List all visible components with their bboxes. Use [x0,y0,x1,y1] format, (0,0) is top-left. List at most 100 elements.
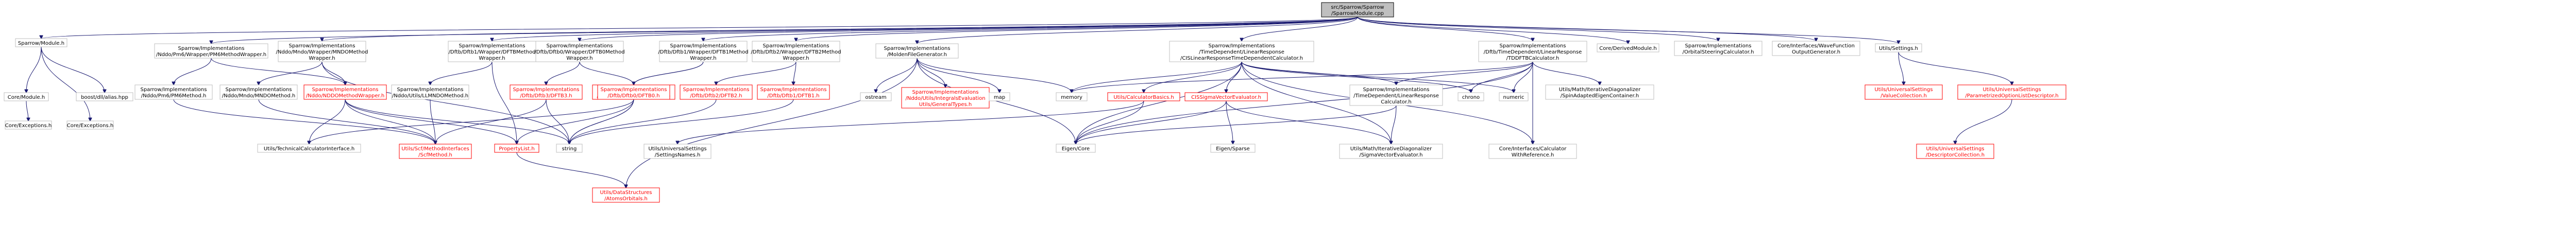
node-string[interactable]: string [556,144,583,153]
node-label-line: Wrapper.h [690,56,716,61]
include-edge-tddft-to-davidson [1532,61,1600,85]
include-edge-root-to-mndowrapper [322,16,1358,41]
node-datastructures[interactable]: Utils/DataStructures/AtomsOrbitals.h [592,187,660,203]
node-sparrowmodule[interactable]: Sparrow/Module.h [15,38,67,47]
node-memory[interactable]: memory [1056,92,1088,101]
node-label-line: Eigen/Core [1062,146,1090,152]
node-universalnames[interactable]: Utils/UniversalSettings/SettingsNames.h [643,144,711,159]
node-box [219,84,298,100]
include-edge-moldengen-to-integralsev [917,58,945,87]
node-label-line: Calculator.h [1381,99,1411,105]
include-edge-coremodule-to-coreexceptions [26,100,28,121]
node-label-line: Core/Interfaces/Calculator [1499,146,1567,152]
node-box [257,144,361,153]
node-label-line: Sparrow/Implementations [397,87,464,93]
node-label-line: Wrapper.h [309,56,335,61]
node-dftb0[interactable]: Sparrow/Implementations/Dftb/Dftb0/DFTB0… [597,84,670,100]
node-tdlrc[interactable]: Sparrow/Implementations/TimeDependent/Li… [1349,84,1443,106]
include-edge-root-to-orbsteer [1357,16,1718,41]
node-mndomethod[interactable]: Sparrow/Implementations/Nddo/Mndo/MNDOMe… [219,84,298,100]
include-edge-root-to-sparrowmodule [41,16,1358,39]
node-uparamlist[interactable]: Utils/UniversalSettings/ParametrizedOpti… [1957,84,2066,100]
node-dftb2[interactable]: Sparrow/Implementations/Dftb/Dftb2/DFTB2… [680,84,753,100]
node-label-line: /TDDFTBCalculator.h [1506,56,1560,61]
node-label-line: /MoldenFileGenerator.h [887,52,947,58]
include-edge-dftbtypewrapper-to-lcmndo [430,61,493,85]
node-integralsev[interactable]: Sparrow/Implementations/Nddo/Utils/Integ… [901,87,990,109]
node-chrono[interactable]: chrono [1458,92,1484,101]
node-dftb0wrapper[interactable]: Sparrow/Implementations/Dftb/Dftb0/Wrapp… [534,41,625,62]
node-box [1107,92,1180,101]
node-boostdll[interactable]: boost/dll/alias.hpp [76,92,133,101]
node-eigencore[interactable]: Eigen/Core [1056,144,1096,153]
node-label-line: /Dftb/Dftb0/DFTB0.h [607,93,659,99]
node-coremodule[interactable]: Core/Module.h [4,92,49,101]
node-root[interactable]: src/Sparrow/Sparrow/SparrowModule.cpp [1321,2,1394,17]
node-scfmethodint[interactable]: Utils/Scf/MethodInterfaces/ScfMethod.h [399,144,472,159]
node-tddft[interactable]: Sparrow/Implementations/Dftb/TimeDepende… [1478,41,1587,62]
node-label-line: Sparrow/Module.h [18,41,64,46]
node-uvaluecoll[interactable]: Utils/UniversalSettings/ValueCollection.… [1865,84,1943,100]
node-ostream[interactable]: ostream [860,92,892,101]
include-edge-mndowrapper-to-string [321,61,569,144]
node-eigensparse[interactable]: Eigen/Sparse [1210,144,1256,153]
node-box [1916,144,1994,159]
node-label-line: OutputGenerator.h [1792,49,1840,55]
node-pm6wrapper[interactable]: Sparrow/Implementations/Nddo/Pm6/Wrapper… [154,43,268,59]
node-label-line: boost/dll/alias.hpp [81,95,128,100]
node-box [1321,2,1394,17]
include-edge-dftbwrapperh-to-string [569,99,634,144]
node-propertylist[interactable]: PropertyList.h [494,144,539,153]
node-numeric[interactable]: numeric [1499,92,1529,101]
node-calcwithref[interactable]: Core/Interfaces/CalculatorWithReference.… [1488,144,1577,159]
node-derivedmodule[interactable]: Core/DerivedModule.h [1597,43,1659,52]
node-label-line: /Nddo/Utils/LLMNDOMethod.h [392,93,468,99]
node-label-line: Utils/UniversalSettings [1982,87,2041,93]
node-diagonaliser[interactable]: Utils/Math/IterativeDiagonalizer/SigmaVe… [1339,144,1443,159]
node-layer: src/Sparrow/Sparrow/SparrowModule.cppSpa… [4,2,2066,203]
node-box [1339,144,1443,159]
include-edge-tddft-to-tdlrc [1396,61,1533,85]
include-edge-dftb3-to-scfmethodint [435,99,547,144]
node-dftb3[interactable]: Sparrow/Implementations/Dftb/Dftb3/DFTB3… [510,84,583,100]
node-label-line: /TimeDependent/LinearResponse [1199,49,1284,55]
node-box [1772,41,1860,56]
node-calcbasics[interactable]: Utils/CalculatorBasics.h [1107,92,1180,101]
node-label-line: Utils/GeneralTypes.h [919,102,972,108]
include-edge-sparrowmodule-to-exceptions [41,46,90,121]
node-label-line: Eigen/Sparse [1216,146,1250,152]
node-map[interactable]: map [989,92,1010,101]
node-dftbtypewrapper[interactable]: Sparrow/Implementations/Dftb/Dftb1/Wrapp… [448,41,536,62]
node-label-line: Sparrow/Implementations [1209,43,1275,49]
node-box [1210,144,1256,153]
node-label-line: Sparrow/Implementations [141,87,207,93]
node-label-line: PropertyList.h [499,146,534,152]
include-edge-tddft-to-numeric [1514,61,1533,93]
node-dftb2wrapper[interactable]: Sparrow/Implementations/Dftb/Dftb2/Wrapp… [751,41,841,62]
node-moldengen[interactable]: Sparrow/Implementations/MoldenFileGenera… [875,43,959,59]
node-exceptions[interactable]: Core/Exceptions.h [66,120,114,130]
node-cisigma[interactable]: CISSigmaVectorEvaluator.h [1184,92,1268,101]
node-orbsteer[interactable]: Sparrow/Implementations/OrbitalSteeringC… [1674,41,1762,56]
include-edge-sparrowmodule-to-boostdll [41,46,105,93]
node-lrtd[interactable]: Sparrow/Implementations/TimeDependent/Li… [1169,41,1314,62]
node-label-line: /ValueCollection.h [1880,93,1927,99]
node-label-line: ostream [865,95,886,100]
include-edge-dftb2wrapper-to-dftb1 [793,61,796,85]
node-davidson[interactable]: Utils/Math/IterativeDiagonalizer/SpinAda… [1545,84,1654,100]
node-techcalc[interactable]: Utils/TechnicalCalculatorInterface.h [257,144,361,153]
node-dftb1wrapper[interactable]: Sparrow/Implementations/Dftb/Dftb1/Wrapp… [658,41,749,62]
node-udesccoll[interactable]: Utils/UniversalSettings/DescriptorCollec… [1916,144,1994,159]
node-coreexceptions[interactable]: Core/Exceptions.h [5,120,52,130]
include-edge-lrtd-to-calcbasics [1144,61,1242,93]
node-lcmndo[interactable]: Sparrow/Implementations/Nddo/Utils/LLMND… [391,84,469,100]
node-mndowrapper[interactable]: Sparrow/Implementations/Nddo/Mndo/Wrappe… [276,41,368,62]
node-label-line: /Dftb/Dftb1/Wrapper/DFTBMethod [449,49,536,55]
node-label-line: Sparrow/Implementations [884,46,951,51]
node-nddowrapper[interactable]: Sparrow/Implementations/Nddo/NDDOMethodW… [303,84,387,100]
node-wavefunc[interactable]: Core/Interfaces/WaveFunctionOutputGenera… [1772,41,1860,56]
node-dftb1[interactable]: Sparrow/Implementations/Dftb/Dftb1/DFTB1… [757,84,830,100]
node-pm6method[interactable]: Sparrow/Implementations/Nddo/Pm6/PM6Meth… [134,84,213,100]
node-box [592,187,660,203]
node-utilssettings[interactable]: Utils/Settings.h [1875,43,1922,52]
